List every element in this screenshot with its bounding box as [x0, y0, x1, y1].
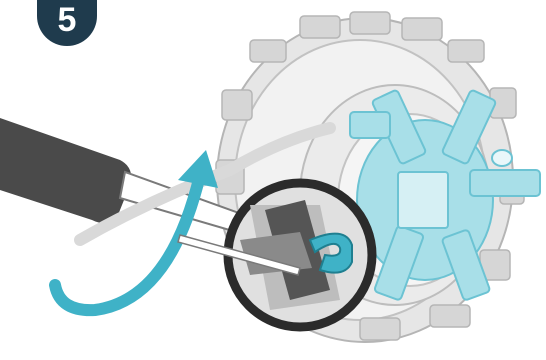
step-number: 5 [58, 3, 77, 37]
